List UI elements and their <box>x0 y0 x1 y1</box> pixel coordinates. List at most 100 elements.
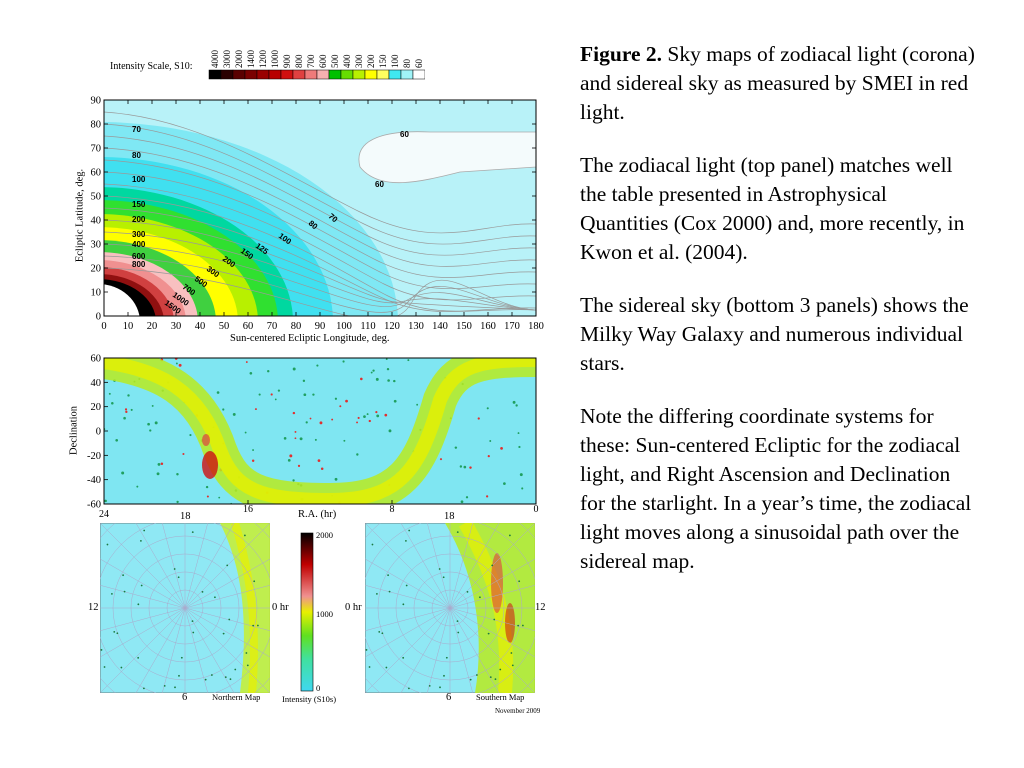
star-dot <box>178 363 182 367</box>
polar-grid-ray <box>184 607 209 693</box>
zodiacal-band <box>104 284 140 316</box>
polar-grid-ray <box>100 584 186 609</box>
polar-grid-ray <box>184 607 270 693</box>
contour-line <box>104 219 536 311</box>
star-dot <box>485 495 489 498</box>
star-dot <box>459 465 463 468</box>
polar-grid-ray <box>365 523 451 609</box>
south-top-label: 18 <box>444 511 455 522</box>
star-dot <box>149 429 152 432</box>
xtick-label: 8 <box>390 504 395 515</box>
star-dot <box>218 496 221 499</box>
star-dot <box>120 666 123 669</box>
ytick-label: 80 <box>91 120 102 131</box>
star-dot <box>517 432 520 435</box>
star-dot <box>228 618 231 621</box>
star-dot <box>189 433 192 437</box>
star-dot <box>299 437 303 441</box>
scale-swatch <box>400 69 414 80</box>
scale-swatch <box>328 69 342 80</box>
ytick-label: 10 <box>91 288 102 299</box>
polar-grid-ray <box>135 607 186 693</box>
contour-label: 80 <box>132 151 141 160</box>
star-dot <box>125 410 128 414</box>
contour-line <box>104 171 536 290</box>
star-dot <box>375 377 379 381</box>
star-dot <box>229 678 232 681</box>
star-dot <box>489 440 492 442</box>
star-dot <box>456 620 459 623</box>
star-dot <box>160 462 164 465</box>
ytick-label: 40 <box>91 216 102 227</box>
contour-line <box>104 195 536 312</box>
polar-grid-ray <box>449 523 535 609</box>
caption-p1-text: Sky maps of zodiacal light (corona) and … <box>580 42 975 124</box>
scale-value: 1400 <box>246 50 256 69</box>
star-dot <box>137 656 140 659</box>
south-left-label: 0 hr <box>345 602 362 613</box>
star-dot <box>443 674 445 677</box>
star-dot <box>143 529 146 532</box>
star-dot <box>206 495 209 498</box>
contour-line <box>104 123 536 245</box>
star-dot <box>518 580 521 583</box>
contour-label: 200 <box>132 215 146 224</box>
scale-value: 2000 <box>234 50 244 69</box>
star-dot <box>294 437 297 440</box>
xtick-label: 180 <box>528 321 544 332</box>
north-right-label: 0 hr <box>272 602 289 613</box>
star-dot <box>163 684 166 687</box>
polar-grid-ray <box>161 607 186 693</box>
star-dot <box>356 421 359 424</box>
star-dot <box>180 656 183 659</box>
scale-swatch <box>220 69 234 80</box>
star-dot <box>243 534 246 537</box>
contour-line <box>104 207 536 313</box>
xtick-label: 50 <box>219 321 230 332</box>
star-dot <box>127 394 130 397</box>
contour-label: 150 <box>132 200 146 209</box>
star-dot <box>469 678 472 681</box>
star-dot <box>479 596 481 599</box>
northern-map <box>100 523 270 693</box>
star-dot <box>494 678 497 681</box>
star-dot <box>122 574 125 577</box>
polar-grid-ray <box>449 607 500 693</box>
star-dot <box>487 454 490 458</box>
zodiacal-xlabel: Sun-centered Ecliptic Longitude, deg. <box>230 333 390 344</box>
scale-value: 800 <box>294 54 304 68</box>
contour-label: 300 <box>132 230 146 239</box>
star-dot <box>388 590 391 593</box>
scale-swatch <box>244 69 258 80</box>
scale-swatch <box>340 69 354 80</box>
star-dot <box>108 392 111 395</box>
xtick-label: 140 <box>432 321 448 332</box>
star-dot <box>317 459 321 462</box>
scale-value: 600 <box>318 54 328 68</box>
star-dot <box>226 564 229 567</box>
contour-label: 400 <box>132 240 146 249</box>
star-dot <box>386 367 390 371</box>
star-dot <box>205 485 209 489</box>
south-right-label: 12 <box>535 602 546 613</box>
star-dot <box>343 439 346 442</box>
star-dot <box>191 531 194 533</box>
star-dot <box>297 464 301 467</box>
star-dot <box>508 534 511 537</box>
star-dot <box>345 399 348 403</box>
polar-grid-ray <box>100 607 186 658</box>
star-dot <box>428 684 431 687</box>
star-dot <box>302 379 306 383</box>
star-dot <box>512 400 516 404</box>
xtick-label: 20 <box>147 321 158 332</box>
polar-grid-ray <box>161 523 186 609</box>
star-dot <box>370 371 373 374</box>
xtick-label: 30 <box>171 321 182 332</box>
star-dot <box>486 407 489 410</box>
scale-swatch <box>208 69 222 80</box>
star-dot <box>465 496 469 499</box>
star-dot <box>157 462 161 466</box>
star-dot <box>365 649 368 651</box>
figure-label: Figure 2. <box>580 42 663 66</box>
